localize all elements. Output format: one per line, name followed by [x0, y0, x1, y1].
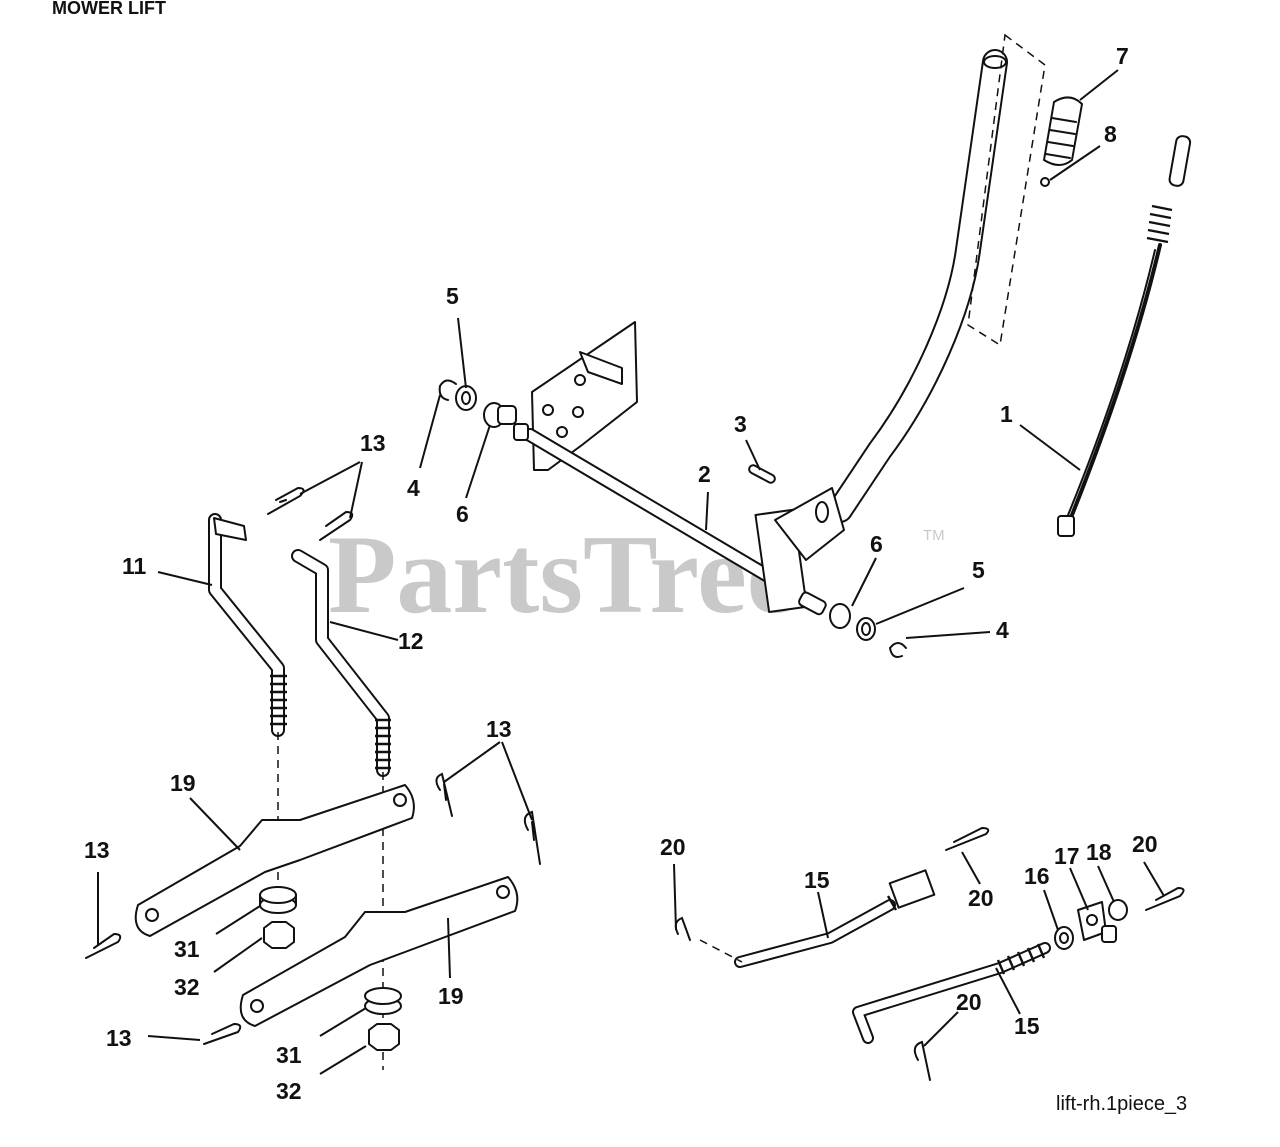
callout-3: 3 — [734, 411, 747, 437]
callout-5: 5 — [446, 283, 459, 309]
svg-text:lift-rh.1piece_3: lift-rh.1piece_3 — [1056, 1093, 1187, 1115]
leader-lines — [97, 69, 1165, 1075]
callout-8: 8 — [1104, 121, 1117, 147]
hairpin-clips-deck — [674, 826, 1185, 1081]
lift-link-11 — [208, 513, 287, 737]
callout-17: 17 — [1054, 843, 1080, 869]
callout-4: 4 — [996, 617, 1009, 643]
callout-19: 19 — [170, 770, 196, 796]
lift-handle — [827, 33, 1046, 523]
callout-1: 1 — [1000, 401, 1013, 427]
callout-31: 31 — [276, 1042, 302, 1068]
lift-bracket-plate — [531, 321, 638, 471]
callout-18: 18 — [1086, 839, 1112, 865]
callout-32: 32 — [174, 974, 200, 1000]
callout-20: 20 — [968, 885, 994, 911]
callout-11: 11 — [122, 553, 147, 579]
trunnion-pin — [1101, 899, 1128, 943]
svg-text:MOWER LIFT: MOWER LIFT — [52, 0, 166, 18]
handle-grip — [1040, 96, 1083, 187]
callout-2: 2 — [698, 461, 711, 487]
right-retaining-clip — [889, 642, 907, 658]
partstree-watermark: PartsTree TM — [328, 513, 945, 637]
hairpin-clips — [85, 486, 541, 1045]
callout-6: 6 — [456, 501, 469, 527]
left-washer — [455, 385, 477, 411]
callout-12: 12 — [398, 628, 424, 654]
lift-link-12 — [291, 549, 391, 777]
callout-20: 20 — [660, 834, 686, 860]
clevis-pin — [748, 464, 776, 484]
svg-text:PartsTree: PartsTree — [328, 513, 797, 637]
deck-lift-rod-upper — [699, 869, 936, 968]
callout-7: 7 — [1116, 43, 1129, 69]
callout-20: 20 — [956, 989, 982, 1015]
callout-13: 13 — [84, 837, 110, 863]
callout-16: 16 — [1024, 863, 1050, 889]
adjust-nut — [1054, 926, 1074, 950]
callout-15: 15 — [1014, 1013, 1040, 1039]
callout-32: 32 — [276, 1078, 302, 1104]
nut-upper — [263, 921, 295, 949]
callout-5: 5 — [972, 557, 985, 583]
lift-arm-lower — [239, 876, 519, 1027]
callout-15: 15 — [804, 867, 830, 893]
lift-arm-upper — [134, 784, 415, 937]
callout-13: 13 — [360, 430, 386, 456]
section-title: MOWER LIFT — [52, 0, 166, 18]
drawing-reference: lift-rh.1piece_3 — [1056, 1093, 1187, 1115]
callout-6: 6 — [870, 531, 883, 557]
left-retaining-clip — [438, 379, 457, 401]
callout-13: 13 — [486, 716, 512, 742]
right-bushing — [829, 603, 851, 629]
deck-lift-rod-lower — [852, 942, 1051, 1044]
callout-labels: 1 2 3 4 4 5 5 6 6 7 8 11 12 13 13 13 13 … — [84, 43, 1158, 1104]
callout-20: 20 — [1132, 831, 1158, 857]
lift-shaft — [523, 428, 845, 616]
callout-4: 4 — [407, 475, 420, 501]
left-bushing — [483, 402, 529, 441]
lift-cable — [1057, 135, 1192, 537]
callout-19: 19 — [438, 983, 464, 1009]
callout-13: 13 — [106, 1025, 132, 1051]
callout-31: 31 — [174, 936, 200, 962]
spacer-upper — [259, 886, 297, 914]
spacer-lower — [364, 987, 402, 1015]
nut-lower — [368, 1023, 400, 1051]
svg-text:TM: TM — [923, 527, 945, 544]
right-washer — [856, 617, 876, 641]
